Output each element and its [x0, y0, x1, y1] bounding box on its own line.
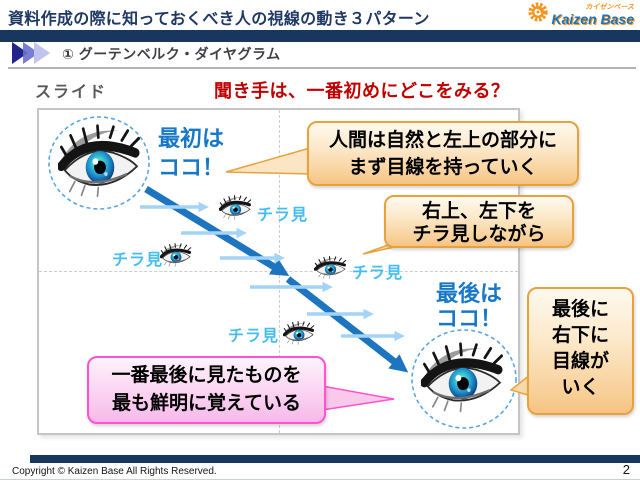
footer-divider-bar: [30, 455, 640, 463]
slide-area-label: スライド: [35, 84, 108, 101]
bubble-mid-line1: 右上、左下を: [421, 201, 536, 222]
last-gaze-line1: 最後は: [435, 281, 502, 306]
speech-bubble-top: 人間は自然と左上の部分に まず目線を持っていく: [307, 121, 579, 186]
page-title: 資料作成の際に知っておくべき人の視線の動き３パターン: [8, 11, 430, 28]
bubble-bottom-line1: 一番最後に見たものを: [111, 365, 302, 386]
brand-katakana: カイゼンベース: [585, 3, 634, 11]
header-divider-bar: [0, 30, 640, 42]
bubble-top-line2: まず目線を持っていく: [348, 157, 538, 178]
brand-name: Kaizen Base: [551, 10, 634, 27]
glance-label-4: チラ見: [228, 328, 280, 345]
first-gaze-line1: 最初は: [158, 126, 225, 151]
speech-bubble-right: 最後に 右下に 目線が いく: [527, 287, 634, 415]
last-gaze-label: 最後は ココ！: [430, 281, 508, 331]
gear-icon: [527, 1, 549, 28]
glance-label-1: チラ見: [257, 207, 309, 224]
last-gaze-line2: ココ！: [435, 306, 502, 331]
lead-question: 聞き手は、一番初めにどこをみる？: [214, 81, 510, 101]
speech-bubble-mid: 右上、左下を チラ見しながら: [384, 195, 574, 248]
bubble-right-line3: 目線が: [551, 351, 609, 372]
brand-logo: カイゼンベース Kaizen Base: [527, 1, 634, 28]
section-title: ① グーテンベルク・ダイヤグラム: [62, 46, 281, 62]
first-gaze-label: 最初は ココ！: [158, 124, 224, 182]
section-chevron-icon: [12, 42, 60, 69]
first-gaze-line2: ココ！: [158, 155, 225, 180]
bubble-right-line1: 最後に: [551, 299, 609, 320]
bubble-bottom-line2: 最も鮮明に覚えている: [111, 393, 302, 414]
bubble-top-line1: 人間は自然と左上の部分に: [328, 130, 557, 151]
copyright-text: Copyright © Kaizen Base All Rights Reser…: [12, 466, 217, 477]
bubble-right-line2: 右下に: [551, 325, 609, 346]
quadrant-horizontal-divider: [39, 271, 518, 272]
page-number: 2: [622, 462, 630, 477]
section-underline: [8, 67, 636, 69]
bubble-right-line4: いく: [561, 377, 600, 398]
glance-label-3: チラ見: [352, 265, 404, 282]
speech-bubble-bottom: 一番最後に見たものを 最も鮮明に覚えている: [87, 356, 326, 424]
bubble-mid-line2: チラ見しながら: [412, 224, 546, 245]
glance-label-2: チラ見: [112, 252, 164, 269]
